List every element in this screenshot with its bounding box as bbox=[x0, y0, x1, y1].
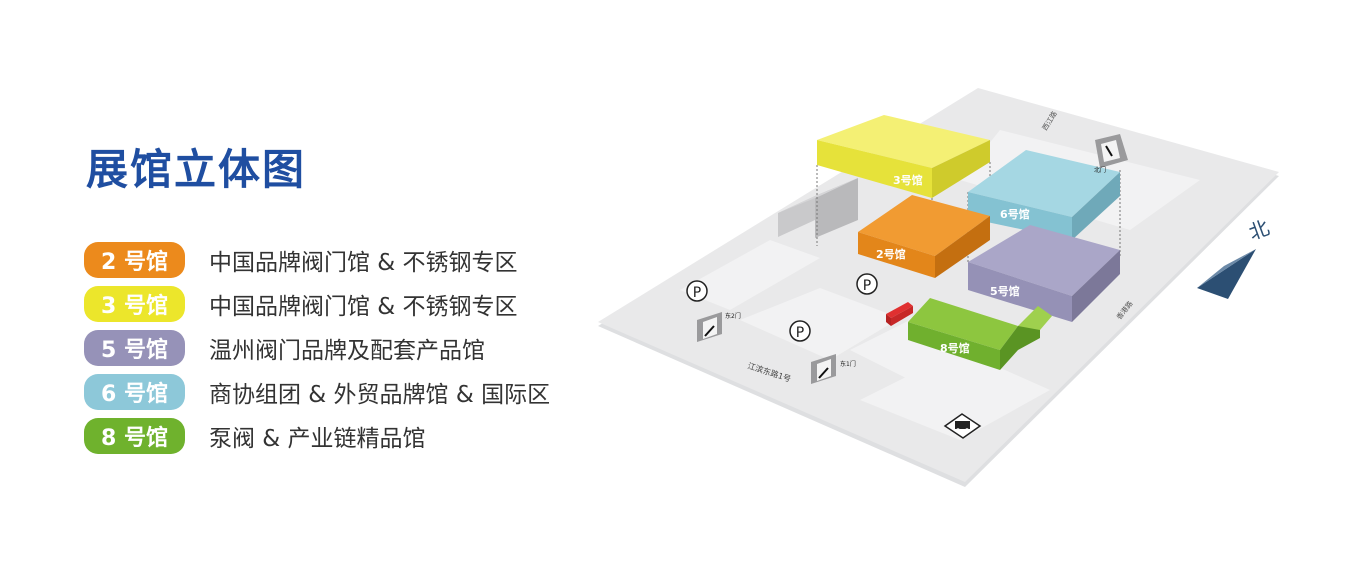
registration-booth bbox=[891, 306, 913, 326]
hall-5[interactable]: 5号馆 bbox=[968, 225, 1120, 322]
registration-booth[interactable] bbox=[886, 302, 913, 318]
hall-6[interactable]: 6号馆 bbox=[968, 150, 1120, 240]
parking-icon[interactable]: P bbox=[686, 280, 708, 302]
arrow-icon bbox=[818, 367, 829, 379]
gate-label: 东1门 bbox=[840, 360, 856, 368]
hall-description: 泵阀 & 产业链精品馆 bbox=[209, 425, 426, 452]
hall-8[interactable]: 8号馆 bbox=[908, 298, 1052, 370]
lot-block bbox=[680, 240, 820, 310]
hall-3-label: 3号馆 bbox=[893, 173, 923, 187]
gate-label: 东2门 bbox=[725, 312, 741, 320]
east-gate-2[interactable]: 东2门 bbox=[697, 312, 741, 342]
arrow-icon bbox=[1105, 145, 1113, 157]
parking-symbol: P bbox=[693, 285, 701, 301]
car-icon[interactable] bbox=[943, 413, 982, 439]
legend-item-hall-2[interactable]: 2 号馆 中国品牌阀门馆 & 不锈钢专区 bbox=[84, 241, 550, 278]
annex-building bbox=[778, 178, 858, 213]
hall-badge: 2 号馆 bbox=[84, 241, 185, 278]
hall-8-label: 8号馆 bbox=[940, 341, 970, 355]
legend-item-hall-6[interactable]: 6 号馆 商协组团 & 外贸品牌馆 & 国际区 bbox=[84, 373, 550, 410]
hall-2-label: 2号馆 bbox=[876, 247, 906, 261]
hall-badge: 5 号馆 bbox=[84, 329, 185, 366]
hall-3[interactable]: 3号馆 bbox=[817, 115, 990, 198]
east-gate-1[interactable]: 东1门 bbox=[811, 354, 856, 384]
hall-description: 中国品牌阀门馆 & 不锈钢专区 bbox=[209, 293, 518, 320]
legend-item-hall-3[interactable]: 3 号馆 中国品牌阀门馆 & 不锈钢专区 bbox=[84, 285, 550, 322]
legend: 2 号馆 中国品牌阀门馆 & 不锈钢专区 3 号馆 中国品牌阀门馆 & 不锈钢专… bbox=[84, 241, 550, 461]
parking-icon[interactable]: P bbox=[789, 320, 811, 342]
hall-badge: 3 号馆 bbox=[84, 285, 185, 322]
gate-label: 北门 bbox=[1094, 166, 1106, 174]
north-label: 北 bbox=[1246, 215, 1273, 244]
hall-description: 中国品牌阀门馆 & 不锈钢专区 bbox=[209, 249, 518, 276]
north-gate[interactable]: 北门 bbox=[1094, 134, 1128, 174]
parking-icon[interactable]: P bbox=[856, 273, 878, 295]
arrow-icon bbox=[704, 325, 715, 337]
hall-2[interactable]: 2号馆 bbox=[858, 195, 990, 278]
parking-symbol: P bbox=[796, 325, 804, 341]
guide-lines bbox=[816, 162, 1121, 262]
north-arrow-icon bbox=[1197, 249, 1256, 299]
legend-item-hall-5[interactable]: 5 号馆 温州阀门品牌及配套产品馆 bbox=[84, 329, 550, 366]
hall-description: 温州阀门品牌及配套产品馆 bbox=[209, 337, 485, 364]
parking-symbol: P bbox=[863, 278, 871, 294]
annex-building bbox=[778, 196, 815, 237]
registration-booth bbox=[886, 314, 891, 326]
legend-item-hall-8[interactable]: 8 号馆 泵阀 & 产业链精品馆 bbox=[84, 417, 550, 454]
lot-block bbox=[740, 288, 900, 360]
hall-badge: 8 号馆 bbox=[84, 417, 185, 454]
hall-6-label: 6号馆 bbox=[1000, 207, 1030, 221]
lot-block bbox=[860, 350, 1050, 440]
page-title: 展馆立体图 bbox=[86, 145, 307, 194]
hall-badge: 6 号馆 bbox=[84, 373, 185, 410]
hall-description: 商协组团 & 外贸品牌馆 & 国际区 bbox=[209, 381, 551, 408]
hall-5-label: 5号馆 bbox=[990, 284, 1020, 298]
